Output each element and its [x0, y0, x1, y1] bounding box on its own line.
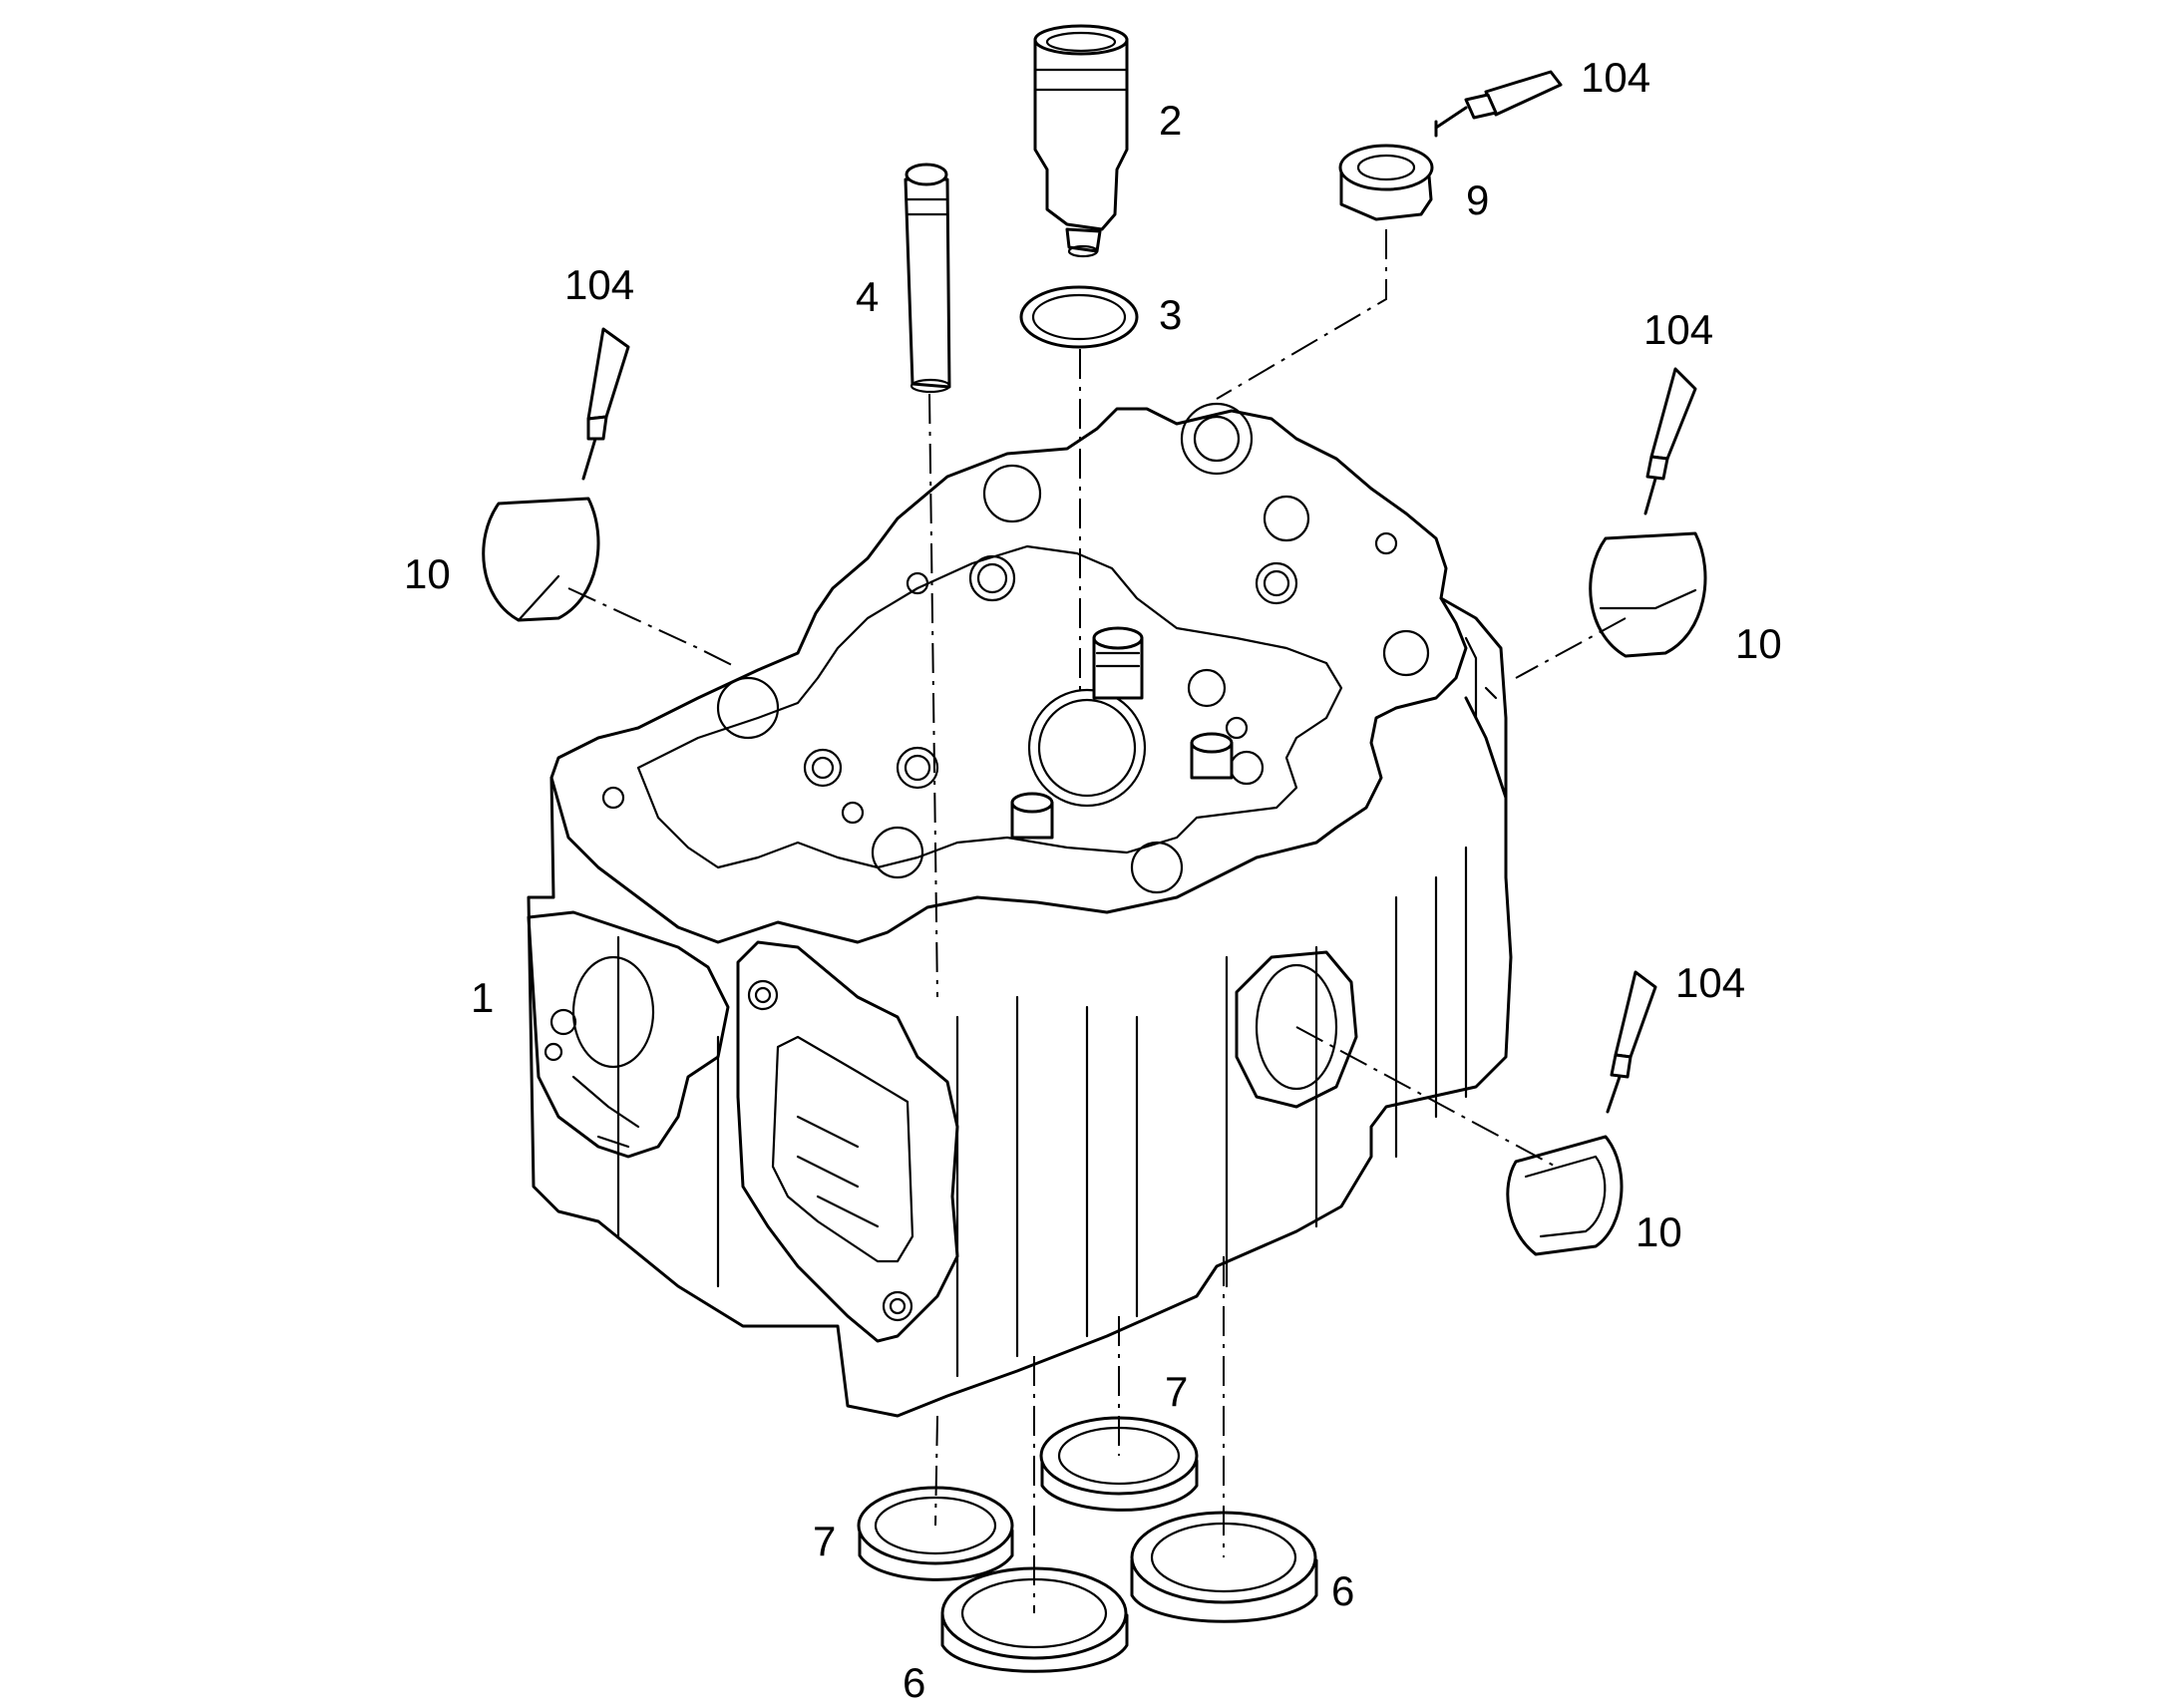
part-4-valve-guide — [904, 163, 951, 394]
callout-9: 9 — [1466, 176, 1489, 223]
seat-ring-7-left — [857, 1486, 1014, 1581]
callout-104-right-lower: 104 — [1675, 959, 1745, 1006]
callout-6-right: 6 — [1331, 1567, 1354, 1614]
assembly-center-lines — [567, 229, 1627, 1613]
callout-104-right-upper: 104 — [1643, 306, 1713, 353]
sealant-tube-top-right — [1434, 70, 1563, 138]
sealant-tube-right-lower — [1606, 970, 1657, 1114]
part-2-injector-sleeve — [1033, 24, 1129, 258]
sealant-tube-left — [581, 327, 630, 481]
callout-7-right: 7 — [1165, 1368, 1188, 1415]
callout-6-left: 6 — [903, 1659, 925, 1706]
plug-right-lower — [1506, 1135, 1624, 1256]
plug-right-upper — [1589, 531, 1707, 658]
callout-4: 4 — [856, 273, 879, 320]
part-9-seal — [1338, 144, 1434, 221]
plug-left — [482, 497, 600, 622]
callout-10-right-lower: 10 — [1635, 1208, 1682, 1255]
seat-ring-7-right — [1039, 1416, 1199, 1512]
callout-10-right-upper: 10 — [1735, 620, 1782, 667]
callout-1: 1 — [471, 974, 494, 1021]
cylinder-head — [527, 402, 1513, 1418]
callout-10-left: 10 — [404, 550, 451, 597]
callout-labels: 1 2 3 4 9 104 104 104 104 10 10 10 7 7 6… — [404, 54, 1782, 1706]
sealant-tube-right-upper — [1643, 367, 1697, 515]
callout-104-left: 104 — [564, 261, 634, 308]
callout-7-left: 7 — [813, 1518, 836, 1564]
callout-3: 3 — [1159, 291, 1182, 338]
callout-2: 2 — [1159, 97, 1182, 144]
part-3-o-ring — [1019, 285, 1139, 349]
callout-104-top-right: 104 — [1581, 54, 1650, 101]
